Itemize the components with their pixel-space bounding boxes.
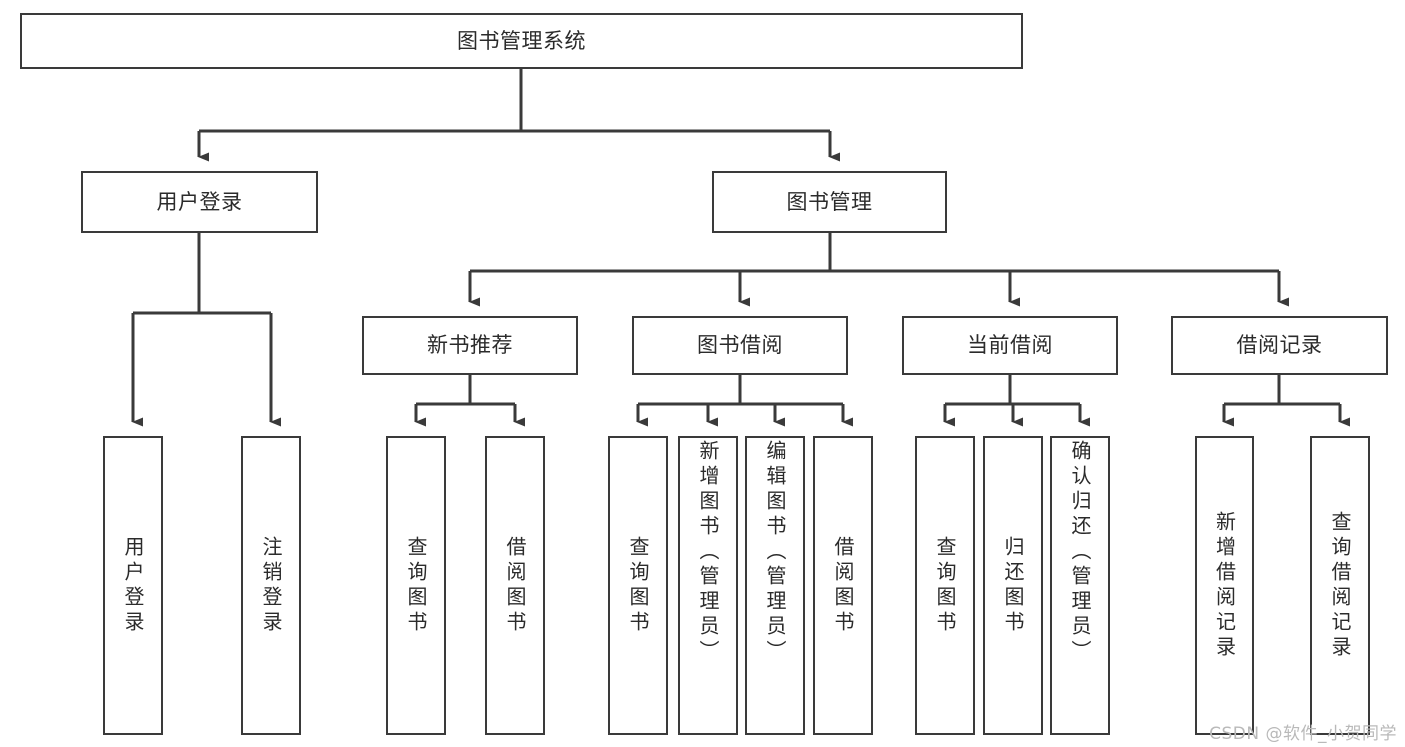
node-leaf-return-book[interactable]: 归还图书 [983,436,1043,735]
node-leaf-borrow-book-2-label: 借阅图书 [831,535,855,636]
node-root[interactable]: 图书管理系统 [20,13,1023,69]
node-new-book-rec-label: 新书推荐 [427,333,513,358]
node-leaf-query-book-1[interactable]: 查询图书 [386,436,446,735]
node-leaf-query-record[interactable]: 查询借阅记录 [1310,436,1370,735]
node-leaf-query-book-3[interactable]: 查询图书 [915,436,975,735]
node-leaf-user-login[interactable]: 用户登录 [103,436,163,735]
node-leaf-edit-book-label: 编辑图书（管理员） [763,440,787,665]
node-leaf-add-book[interactable]: 新增图书（管理员） [678,436,738,735]
csdn-watermark: CSDN @软件_小贺同学 [1209,724,1397,744]
node-book-borrow-label: 图书借阅 [697,333,783,358]
node-leaf-logout-label: 注销登录 [259,535,283,636]
node-borrow-record-label: 借阅记录 [1236,333,1323,358]
node-leaf-query-book-2-label: 查询图书 [626,535,650,636]
node-user-login-label: 用户登录 [156,189,243,214]
node-leaf-query-book-3-label: 查询图书 [933,535,957,636]
node-book-manage[interactable]: 图书管理 [712,171,947,233]
node-leaf-add-book-label: 新增图书（管理员） [696,440,720,665]
node-leaf-confirm-return[interactable]: 确认归还（管理员） [1050,436,1110,735]
node-leaf-borrow-book-2[interactable]: 借阅图书 [813,436,873,735]
node-new-book-rec[interactable]: 新书推荐 [362,316,578,375]
node-book-borrow[interactable]: 图书借阅 [632,316,848,375]
node-borrow-record[interactable]: 借阅记录 [1171,316,1388,375]
node-leaf-borrow-book-1[interactable]: 借阅图书 [485,436,545,735]
node-book-manage-label: 图书管理 [786,189,873,214]
node-current-borrow-label: 当前借阅 [967,333,1053,358]
node-leaf-add-record[interactable]: 新增借阅记录 [1195,436,1254,735]
node-leaf-logout[interactable]: 注销登录 [241,436,301,735]
node-leaf-add-record-label: 新增借阅记录 [1212,510,1237,661]
node-root-label: 图书管理系统 [457,28,586,53]
node-user-login[interactable]: 用户登录 [81,171,318,233]
node-leaf-query-book-2[interactable]: 查询图书 [608,436,668,735]
node-leaf-query-book-1-label: 查询图书 [404,535,428,636]
node-leaf-return-book-label: 归还图书 [1001,535,1025,636]
node-leaf-user-login-label: 用户登录 [121,535,145,636]
node-leaf-confirm-return-label: 确认归还（管理员） [1068,440,1092,665]
node-leaf-borrow-book-1-label: 借阅图书 [503,535,527,636]
node-leaf-edit-book[interactable]: 编辑图书（管理员） [745,436,805,735]
node-leaf-query-record-label: 查询借阅记录 [1328,510,1352,661]
node-current-borrow[interactable]: 当前借阅 [902,316,1118,375]
